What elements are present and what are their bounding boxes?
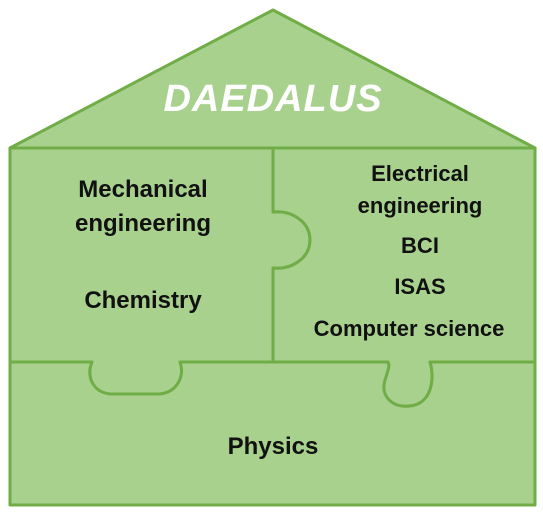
right-label-line2: engineering — [358, 193, 483, 218]
roof-title: DAEDALUS — [163, 78, 382, 120]
puzzle-piece-bottom — [8, 360, 537, 507]
bottom-label: Physics — [228, 433, 319, 460]
left-label-line3: Chemistry — [84, 287, 202, 314]
right-label-line1: Electrical — [371, 161, 469, 186]
right-label-line5: Computer science — [314, 316, 505, 341]
right-label-line3: BCI — [401, 233, 439, 258]
right-label-line4: ISAS — [394, 274, 445, 299]
left-label-line2: engineering — [75, 210, 211, 237]
left-label-line1: Mechanical — [78, 176, 207, 203]
